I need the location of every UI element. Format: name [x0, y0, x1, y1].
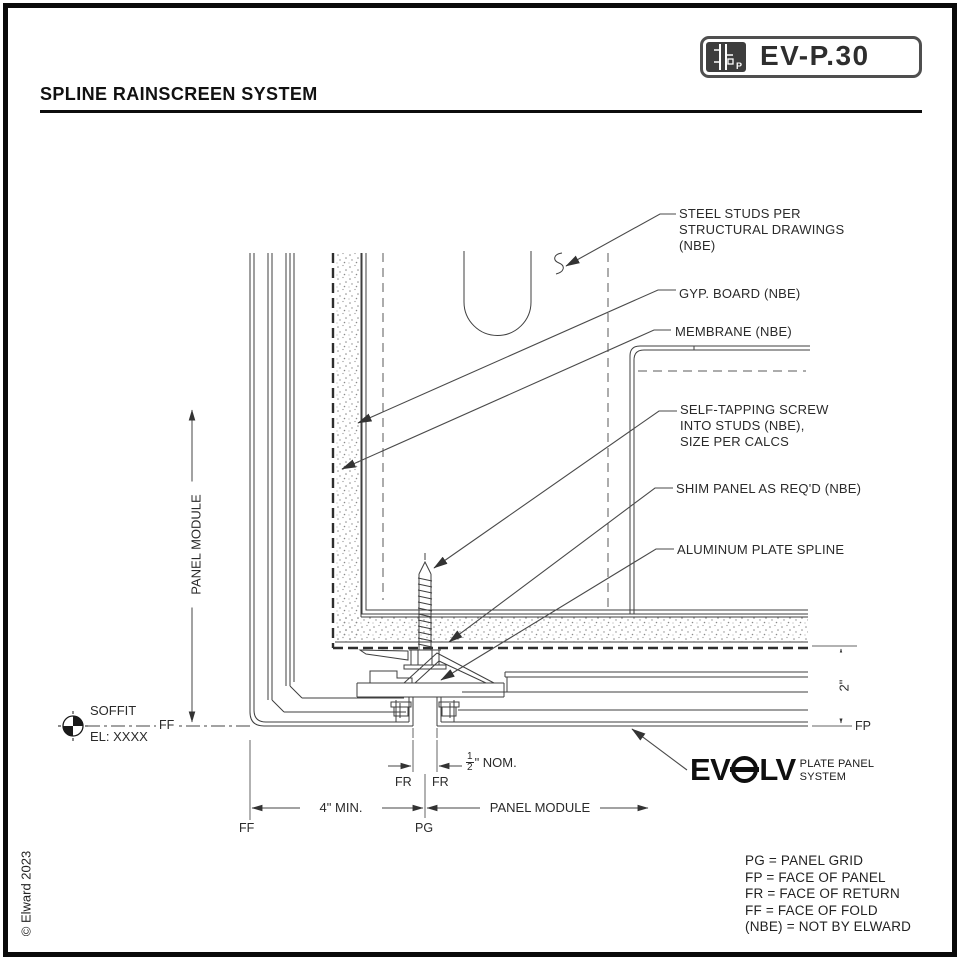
fr-right-label: FR [432, 775, 449, 789]
callout-self-tapping-screw: SELF-TAPPING SCREW INTO STUDS (NBE), SIZ… [680, 402, 829, 450]
dim-suffix: " NOM. [474, 755, 517, 770]
panel-joint-icon: P [706, 42, 746, 72]
logo-lv: LV [759, 752, 796, 787]
callout-membrane: MEMBRANE (NBE) [675, 324, 792, 340]
legend-nbe: (NBE) = NOT BY ELWARD [745, 919, 912, 934]
logo-ev: EV [690, 752, 731, 787]
fr-left-label: FR [395, 775, 412, 789]
callout-line: SHIM PANEL AS REQ'D (NBE) [676, 481, 862, 496]
soffit-label: SOFFIT [90, 703, 137, 718]
logo-subtitle: PLATE PANEL SYSTEM [800, 758, 875, 783]
title-rule [40, 110, 922, 113]
callout-line: MEMBRANE (NBE) [675, 324, 792, 339]
legend-pg: PG = PANEL GRID [745, 853, 864, 868]
fraction: 1 2 [466, 752, 474, 773]
two-inch-dim: 2" [836, 652, 852, 719]
drawing-number-badge: P EV-P.30 [700, 36, 922, 78]
evolv-logo: EV LV PLATE PANEL SYSTEM [690, 753, 874, 787]
soffit-elevation-label: EL: XXXX [90, 729, 148, 744]
svg-text:P: P [736, 61, 742, 71]
page-title: SPLINE RAINSCREEN SYSTEM [40, 84, 318, 104]
legend-fp: FP = FACE OF PANEL [745, 869, 886, 885]
four-inch-min-dim: 4" MIN. [300, 800, 382, 815]
drawing-number: EV-P.30 [760, 39, 870, 71]
logo-subtitle-line2: SYSTEM [799, 770, 847, 783]
callout-line: ALUMINUM PLATE SPLINE [677, 542, 845, 557]
logo-theta-icon [730, 756, 760, 783]
callout-line: INTO STUDS (NBE), [680, 418, 805, 433]
ff-level-label: FF [156, 718, 178, 732]
page-border [3, 3, 957, 957]
callout-line: GYP. BOARD (NBE) [679, 286, 801, 301]
callout-line: STEEL STUDS PER [679, 206, 801, 221]
callout-line: STRUCTURAL DRAWINGS [679, 222, 845, 237]
panel-module-vertical-dim: PANEL MODULE [188, 481, 204, 608]
legend-ff: FF = FACE OF FOLD [745, 902, 878, 918]
callout-gyp-board: GYP. BOARD (NBE) [679, 286, 800, 302]
callout-line: (NBE) [679, 238, 716, 253]
legend-fr: FR = FACE OF RETURN [745, 886, 900, 901]
copyright-text: © Elward 2023 [18, 850, 34, 937]
abbreviation-legend: PG = PANEL GRID FP = FACE OF PANEL FR = … [745, 853, 911, 936]
ff-bottom-label: FF [239, 821, 255, 835]
fp-label: FP [855, 719, 871, 733]
logo-subtitle-line1: PLATE PANEL [799, 758, 875, 770]
callout-line: SELF-TAPPING SCREW [680, 402, 829, 417]
pg-label: PG [415, 821, 434, 835]
half-inch-nom-dim: 1 2 " NOM. [466, 752, 517, 773]
fraction-numerator: 1 [466, 751, 474, 763]
fraction-denominator: 2 [467, 762, 473, 773]
callout-aluminum-plate-spline: ALUMINUM PLATE SPLINE [677, 542, 844, 558]
panel-module-horizontal-dim: PANEL MODULE [480, 800, 600, 815]
callout-line: SIZE PER CALCS [680, 434, 789, 449]
callout-shim-panel: SHIM PANEL AS REQ'D (NBE) [676, 481, 861, 497]
callout-steel-studs: STEEL STUDS PER STRUCTURAL DRAWINGS (NBE… [679, 206, 844, 254]
